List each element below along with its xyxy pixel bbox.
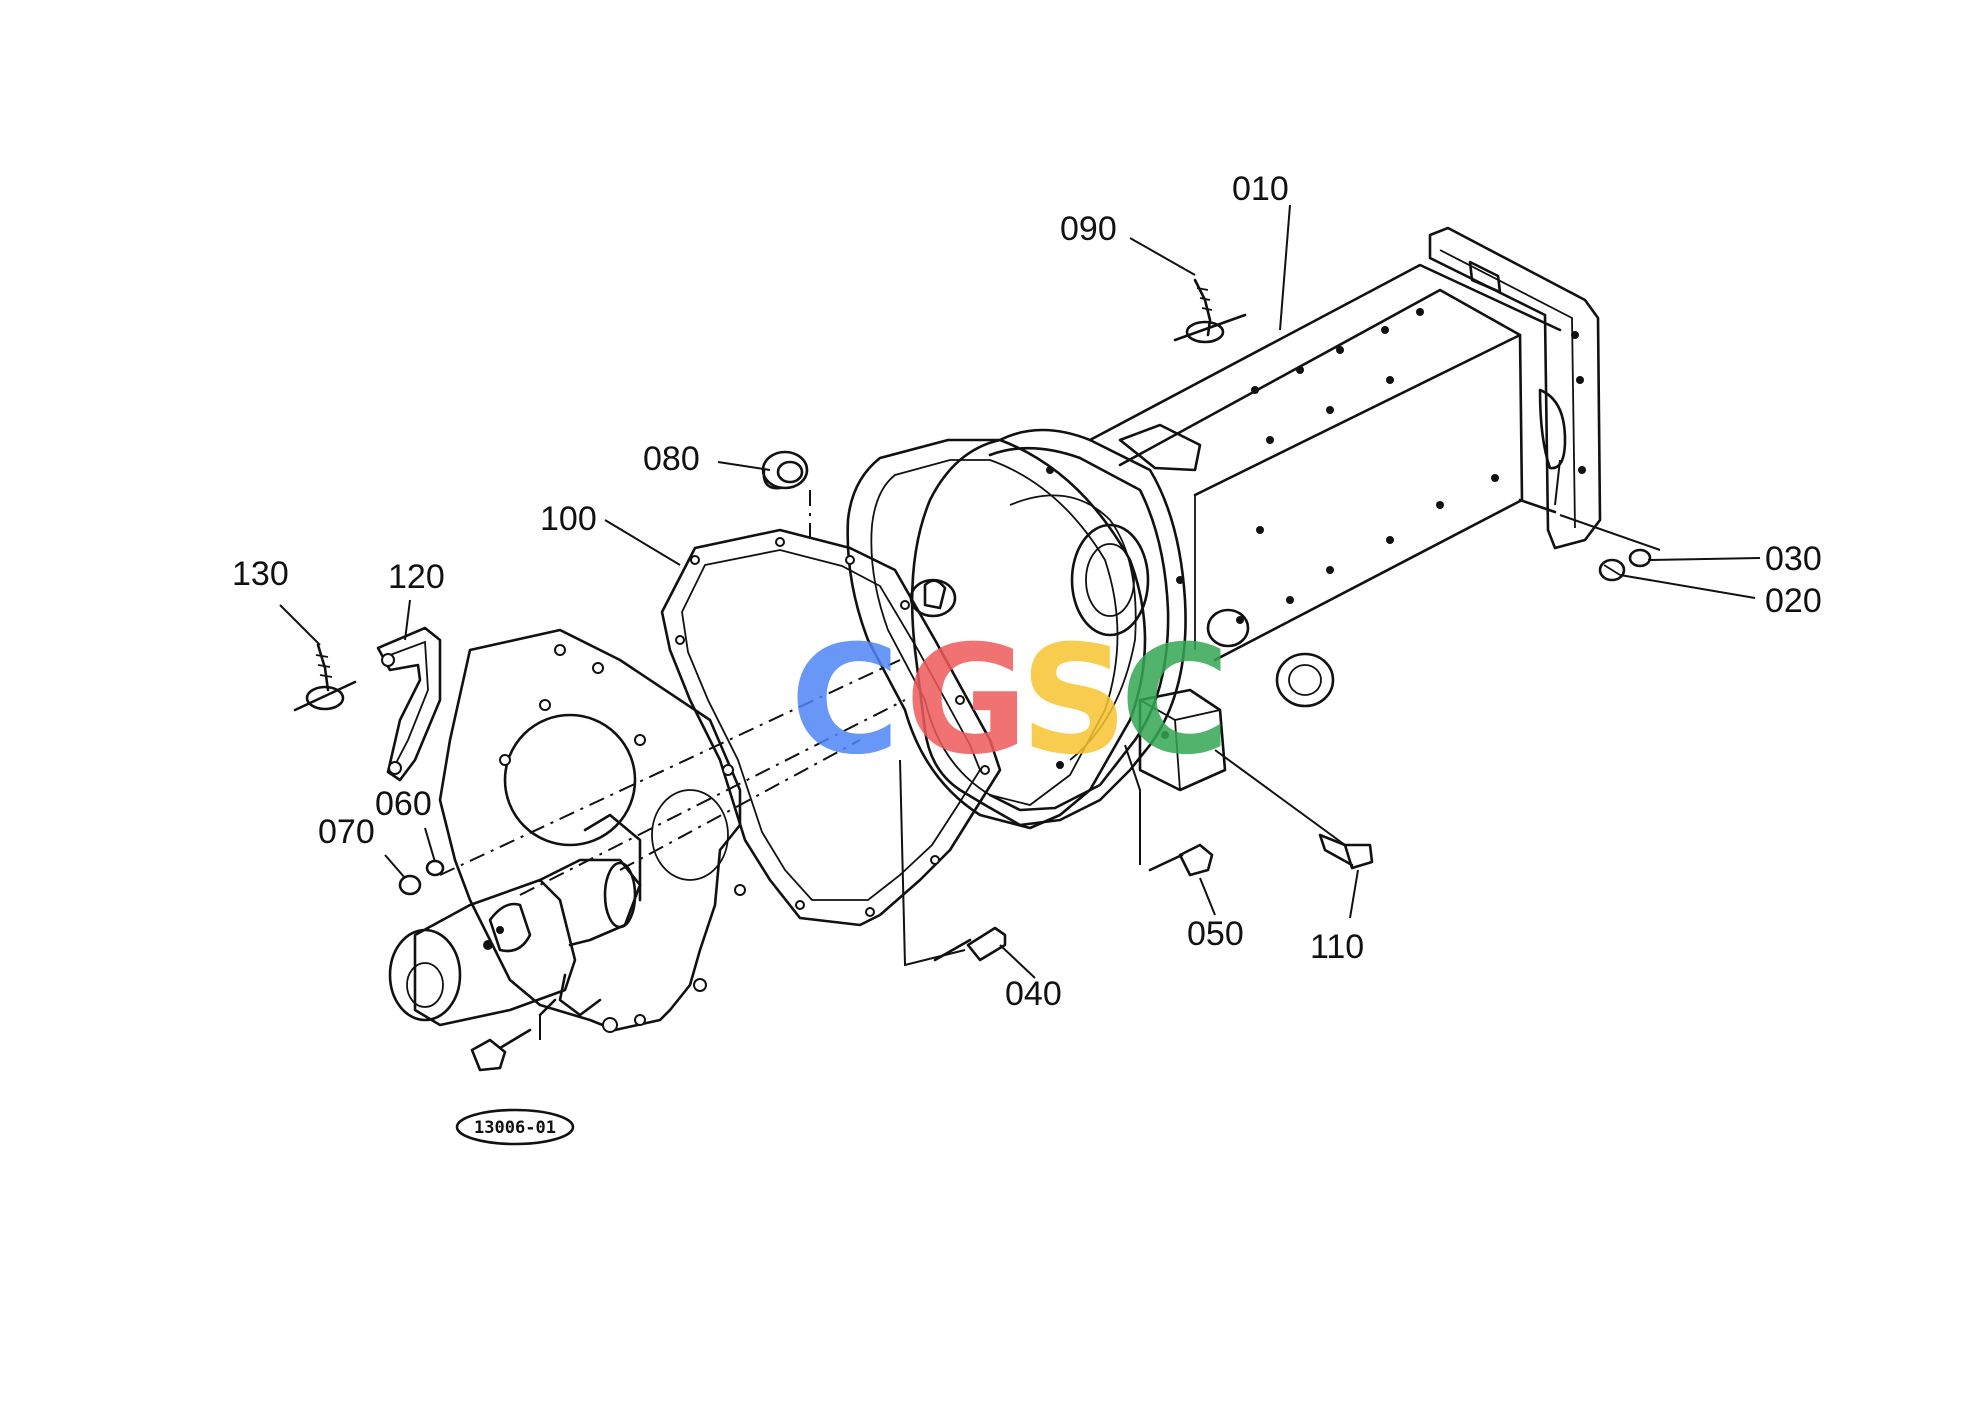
clip-090 (1173, 278, 1247, 344)
callout-110: 110 (1310, 928, 1364, 966)
callout-040: 040 (1005, 975, 1062, 1013)
bolt-110 (1318, 833, 1374, 870)
bolt-050 (1148, 843, 1214, 877)
watermark-letter-c2: C (1120, 614, 1230, 788)
callout-leaders (279, 204, 1761, 979)
reference-badge: 13006-01 (455, 1108, 575, 1146)
watermark-letter-c1: C (790, 614, 900, 788)
callout-020: 020 (1765, 582, 1822, 620)
bracket-120 (376, 626, 442, 782)
watermark-letter-g: G (905, 614, 1028, 788)
assembly-lines (439, 459, 1661, 1040)
reference-code: 13006-01 (474, 1118, 556, 1138)
callout-090: 090 (1060, 210, 1117, 248)
watermark: C G S C (790, 614, 1230, 788)
callout-010: 010 (1232, 170, 1289, 208)
engine-plate (438, 628, 746, 1033)
starter-motor (388, 813, 642, 1027)
watermark-letter-s: S (1020, 614, 1128, 788)
callout-100: 100 (540, 500, 597, 538)
callout-130: 130 (232, 555, 289, 593)
callout-080: 080 (643, 440, 700, 478)
callout-labels: 010 090 080 100 130 120 060 070 030 020 … (232, 170, 1822, 1013)
callout-120: 120 (388, 558, 445, 596)
nut-washer-060-070 (398, 859, 445, 896)
clip-130 (293, 643, 357, 712)
bolt-starter (470, 1028, 532, 1072)
transmission-housing (910, 226, 1602, 827)
callout-030: 030 (1765, 540, 1822, 578)
oil-seal-080 (761, 450, 809, 490)
callout-060: 060 (375, 785, 432, 823)
callout-070: 070 (318, 813, 375, 851)
nut-washer-020-030 (1598, 548, 1652, 582)
callout-050: 050 (1187, 915, 1244, 953)
